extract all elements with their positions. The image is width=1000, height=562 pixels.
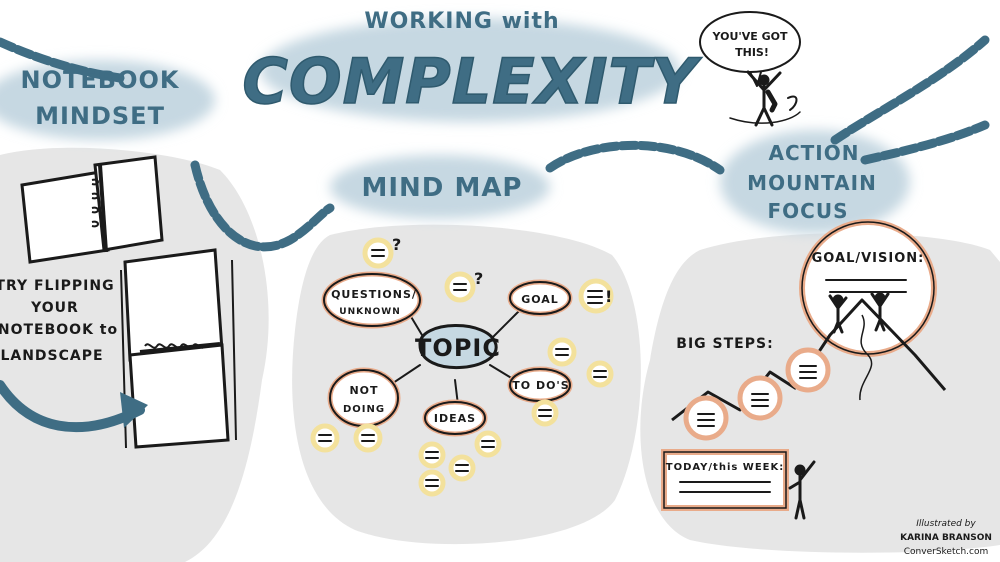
- mindmap-heading: MIND MAP: [362, 173, 523, 203]
- action-heading-wash: [720, 130, 910, 234]
- today-box: [661, 449, 789, 511]
- note-lines: [318, 249, 607, 487]
- notebook-tip-line-4: LANDSCAPE: [0, 348, 103, 364]
- questions-label-1: QUESTIONS/: [331, 288, 417, 301]
- exclaim-mark: !: [605, 287, 612, 306]
- ideas-label: IDEAS: [434, 412, 476, 425]
- title-wash: [260, 18, 680, 122]
- action-heading-line-1: ACTION: [769, 141, 860, 165]
- action-heading-line-3: FOCUS: [768, 199, 849, 223]
- climbers-icon: [828, 292, 890, 334]
- topic-node: [418, 324, 498, 369]
- question-mark-2: ?: [474, 269, 483, 288]
- notebook-heading-line-1: NOTEBOOK: [21, 66, 180, 94]
- goal-vision-label: GOAL/VISION:: [812, 251, 925, 266]
- notebook-tip-line-2: YOUR: [30, 300, 79, 316]
- notebook-tip-line-3: NOTEBOOK to: [0, 322, 118, 338]
- question-mark-1: ?: [392, 235, 401, 254]
- speech-line-2: THIS!: [735, 46, 769, 59]
- big-step-lines: [697, 365, 817, 427]
- notebook-tip-line-1: TRY FLIPPING: [0, 278, 115, 294]
- mindmap-note-dots: [310, 237, 614, 497]
- goal-label: GOAL: [521, 293, 559, 306]
- portrait-notebook-icon: [20, 155, 164, 264]
- landscape-notebook-icon: [120, 248, 237, 449]
- credit-line-3: ConverSketch.com: [904, 547, 988, 557]
- questions-label-2: UNKNOWN: [339, 307, 400, 317]
- big-step-markers: [683, 347, 831, 441]
- page-title: COMPLEXITY: [242, 45, 702, 118]
- speech-line-1: YOU'VE GOT: [712, 30, 788, 43]
- big-steps-label: BIG STEPS:: [676, 336, 773, 352]
- credit-line-1: Illustrated by: [916, 519, 976, 529]
- notebook-heading-line-2: MINDSET: [35, 102, 165, 130]
- connector-swooshes: [0, 35, 990, 252]
- credit-line-2: KARINA BRANSON: [900, 533, 992, 543]
- encouragement-figure: YOU'VE GOT THIS!: [699, 11, 801, 127]
- cheering-person-icon: [729, 70, 801, 127]
- mountain-trail: [859, 314, 873, 401]
- notebook-heading-wash: [0, 60, 215, 140]
- not-doing-label-1: NOT: [349, 384, 378, 397]
- topic-label: TOPIC: [415, 334, 501, 362]
- mindmap-heading-wash: [330, 155, 550, 219]
- action-heading-line-2: MOUNTAIN: [747, 171, 877, 195]
- presenter-icon: [788, 460, 816, 520]
- todo-label: TO DO'S: [512, 379, 569, 392]
- header-subtitle: WORKING with: [364, 9, 559, 34]
- goal-vision-lines: [825, 279, 907, 293]
- today-lines: [679, 481, 771, 493]
- not-doing-label-2: DOING: [343, 404, 385, 415]
- flip-arrow: [0, 380, 145, 433]
- flip-arrow-head: [120, 392, 148, 428]
- today-label: TODAY/this WEEK:: [666, 462, 785, 473]
